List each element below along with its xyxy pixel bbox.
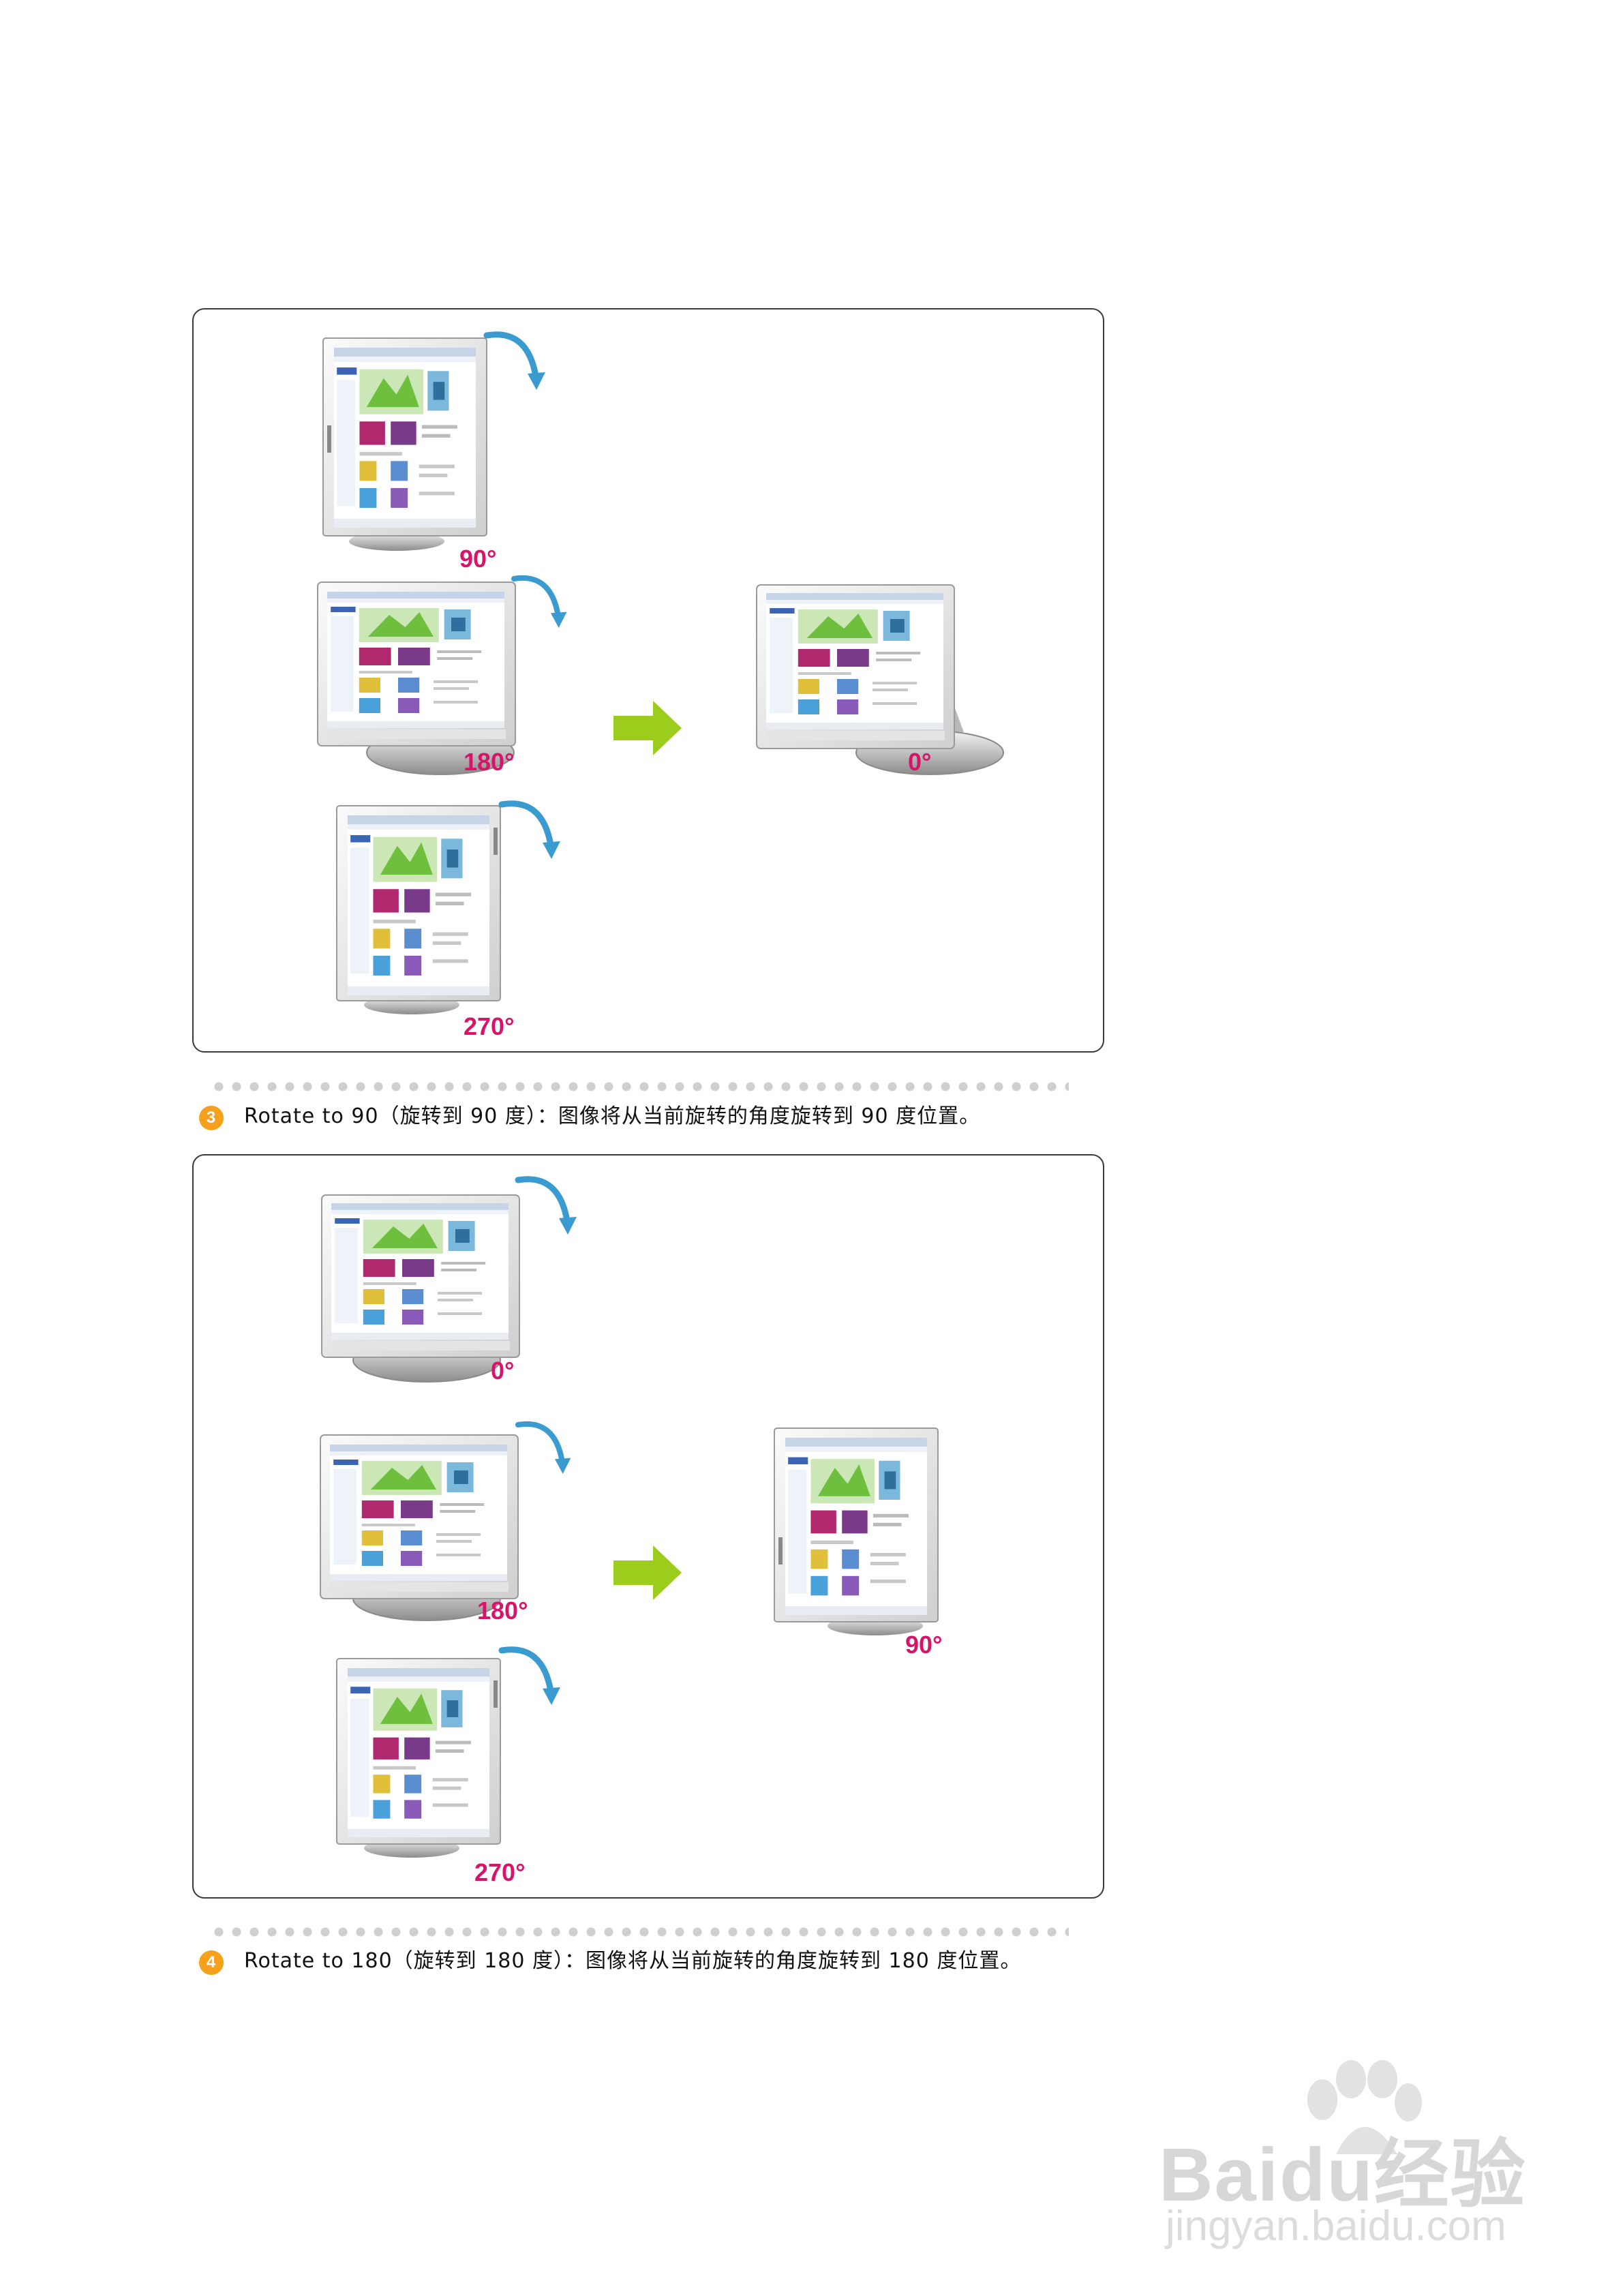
angle-label-result-0: 0° <box>908 748 931 776</box>
monitor-portrait-270 <box>336 1650 560 1858</box>
caption-text: Rotate to 180（旋转到 180 度）：图像将从当前旋转的角度旋转到 … <box>244 1949 1022 1973</box>
monitor-result-90 <box>774 1428 939 1635</box>
rotate-arrow-icon <box>514 578 566 628</box>
angle-label-270: 270° <box>464 1012 514 1040</box>
angle-label-270: 270° <box>474 1858 525 1886</box>
rotate-arrow-icon <box>518 1424 571 1474</box>
angle-label-0: 0° <box>491 1357 514 1385</box>
caption-rotate-180: 4 Rotate to 180（旋转到 180 度）：图像将从当前旋转的角度旋转… <box>199 1946 1051 1976</box>
watermark-main-text: Baidu经验 <box>1159 2133 1527 2217</box>
monitor-landscape-180 <box>320 1424 571 1621</box>
rotate-arrow-icon <box>502 1650 560 1705</box>
caption-text: Rotate to 90（旋转到 90 度）：图像将从当前旋转的角度旋转到 90… <box>244 1104 981 1128</box>
baidu-watermark: Baidu经验 jingyan.baidu.com <box>1159 2059 1541 2263</box>
monitor-landscape-180 <box>317 578 566 775</box>
monitor-landscape-0 <box>321 1179 577 1383</box>
rotation-illustration: 0° 180° 270° 90° <box>320 1155 942 1886</box>
monitor-portrait-270 <box>336 804 560 1014</box>
green-right-arrow-icon <box>613 1545 682 1600</box>
monitor-result-0 <box>756 584 1004 775</box>
caption-rotate-90: 3 Rotate to 90（旋转到 90 度）：图像将从当前旋转的角度旋转到 … <box>199 1102 1051 1132</box>
rotate-arrow-icon <box>502 804 560 859</box>
illustration-panel-rotate-180: 0° 180° 270° 90° <box>192 1154 1104 1899</box>
angle-label-180: 180° <box>477 1597 528 1625</box>
monitor-portrait-90 <box>322 335 545 551</box>
angle-label-result-90: 90° <box>905 1631 942 1659</box>
dotted-separator <box>210 1927 1069 1937</box>
rotation-illustration: 90° 180° 270° 0° <box>317 309 1004 1040</box>
dotted-separator <box>210 1081 1069 1092</box>
angle-label-90: 90° <box>459 545 496 573</box>
step-badge: 3 <box>199 1106 224 1130</box>
angle-label-180: 180° <box>464 748 514 776</box>
green-right-arrow-icon <box>613 701 682 755</box>
step-badge: 4 <box>199 1950 224 1975</box>
paw-logo-icon <box>1307 2060 1422 2154</box>
rotate-arrow-icon <box>518 1179 577 1235</box>
watermark-url-text: jingyan.baidu.com <box>1166 2203 1506 2250</box>
illustration-panel-rotate-90: 90° 180° 270° 0° <box>192 308 1104 1053</box>
rotate-arrow-icon <box>487 335 545 390</box>
